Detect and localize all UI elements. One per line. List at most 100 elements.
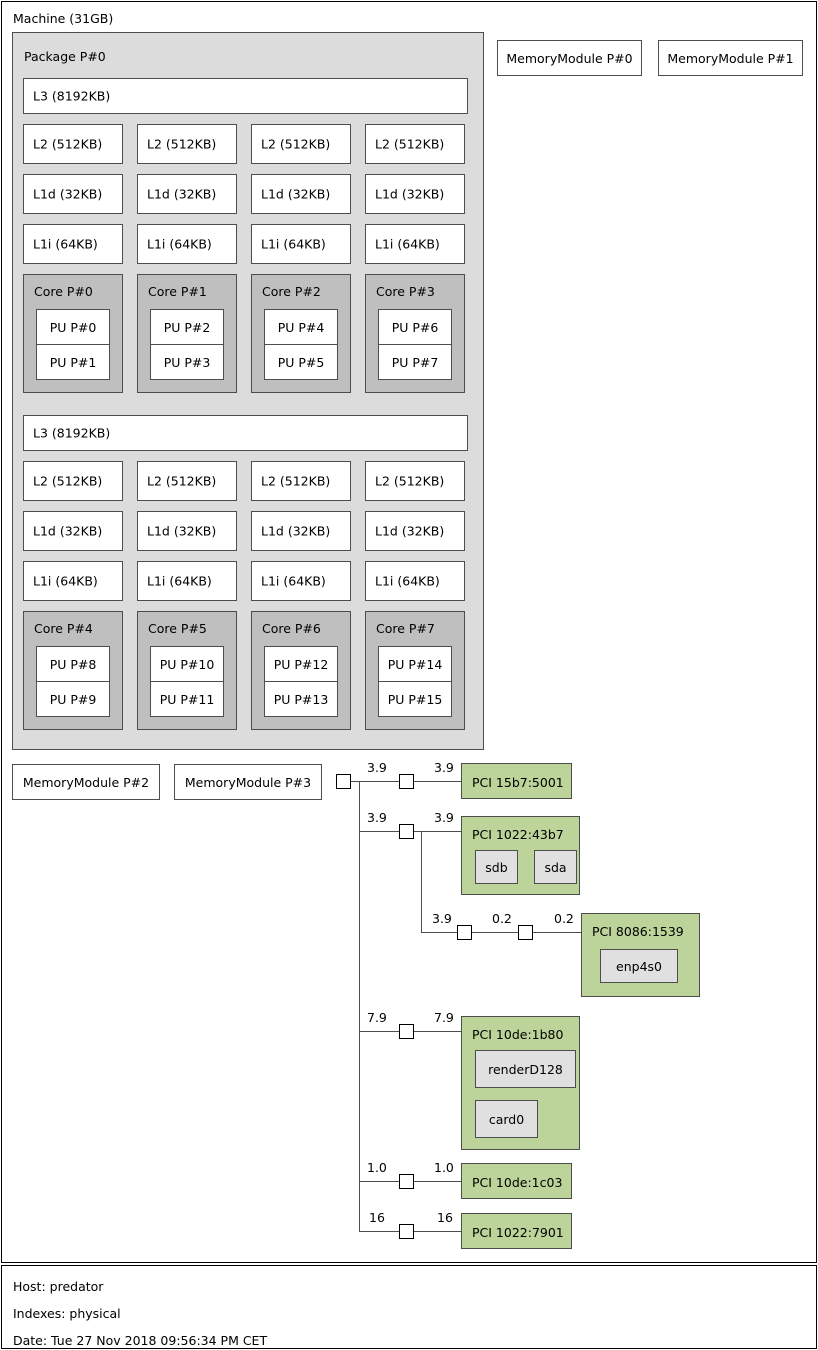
- l1d-cache-1-0: L1d (32KB): [23, 511, 123, 551]
- io-row-4-bridge-icon: [399, 1174, 414, 1189]
- l1d-cache-1-2-label: L1d (32KB): [261, 523, 331, 539]
- pu-box-1-0: PU P#2: [150, 309, 224, 345]
- l1i-cache-1-1: L1i (64KB): [137, 561, 237, 601]
- pci-device-5-title: PCI 1022:7901: [472, 1225, 564, 1240]
- l1i-cache-1-2: L1i (64KB): [251, 561, 351, 601]
- pci-device-2-title: PCI 8086:1539: [592, 924, 684, 939]
- io-row-0-line-right: [414, 781, 462, 782]
- osdev-box-sda: sda: [534, 850, 577, 884]
- io-row-2-bridge-2-icon: [518, 925, 533, 940]
- l1d-cache-0-2: L1d (32KB): [251, 174, 351, 214]
- pu-box-3-0: PU P#6: [378, 309, 452, 345]
- l1d-cache-1-1-label: L1d (32KB): [147, 523, 217, 539]
- core-4-title: Core P#4: [34, 621, 93, 636]
- io-root-stub-line: [351, 781, 360, 782]
- l1d-cache-0-0-label: L1d (32KB): [33, 186, 103, 202]
- memorymodule-box-1: MemoryModule P#1: [658, 40, 803, 76]
- l1i-cache-1-0-label: L1i (64KB): [33, 573, 98, 589]
- io-row-2-line-mid: [472, 932, 518, 933]
- l3-cache-1: L3 (8192KB): [23, 415, 468, 451]
- osdev-box-renderD128: renderD128: [475, 1050, 576, 1088]
- pci-device-1: PCI 1022:43b7 sdb sda: [461, 816, 580, 895]
- core-box-4: Core P#4 PU P#8 PU P#9: [23, 611, 123, 730]
- l1d-cache-1-3-label: L1d (32KB): [375, 523, 445, 539]
- l3-cache-0: L3 (8192KB): [23, 78, 468, 114]
- l1d-cache-1-2: L1d (32KB): [251, 511, 351, 551]
- pu-box-5-1: PU P#11: [150, 681, 224, 717]
- legend-date: Date: Tue 27 Nov 2018 09:56:34 PM CET: [13, 1333, 268, 1348]
- legend-box: Host: predator Indexes: physical Date: T…: [1, 1265, 817, 1349]
- pci-device-4: PCI 10de:1c03: [461, 1163, 572, 1199]
- io-row-4-bw-right: 1.0: [434, 1160, 454, 1175]
- l2-cache-0-3-label: L2 (512KB): [375, 136, 445, 152]
- io-row-0-bw-left: 3.9: [367, 760, 387, 775]
- l2-cache-1-2: L2 (512KB): [251, 461, 351, 501]
- io-row-3-line-right: [414, 1031, 462, 1032]
- l2-cache-1-3: L2 (512KB): [365, 461, 465, 501]
- io-row-5-bw-right: 16: [437, 1210, 453, 1225]
- l1i-cache-0-2: L1i (64KB): [251, 224, 351, 264]
- l1i-cache-1-2-label: L1i (64KB): [261, 573, 326, 589]
- l1i-cache-1-3: L1i (64KB): [365, 561, 465, 601]
- io-row-2-bw-right: 0.2: [554, 911, 574, 926]
- pu-box-4-0: PU P#8: [36, 646, 110, 682]
- l1i-cache-0-1: L1i (64KB): [137, 224, 237, 264]
- l1i-cache-0-0-label: L1i (64KB): [33, 236, 98, 252]
- l3-cache-0-label: L3 (8192KB): [33, 88, 111, 104]
- legend-indexes: Indexes: physical: [13, 1306, 121, 1321]
- pci-device-2: PCI 8086:1539 enp4s0: [581, 913, 700, 997]
- io-row-4-line-right: [414, 1181, 462, 1182]
- l1i-cache-0-1-label: L1i (64KB): [147, 236, 212, 252]
- pu-box-3-1: PU P#7: [378, 344, 452, 380]
- io-row-5-line-left: [359, 1231, 399, 1232]
- l1d-cache-1-3: L1d (32KB): [365, 511, 465, 551]
- core-6-title: Core P#6: [262, 621, 321, 636]
- core-5-title: Core P#5: [148, 621, 207, 636]
- l2-cache-1-1: L2 (512KB): [137, 461, 237, 501]
- l1d-cache-0-1: L1d (32KB): [137, 174, 237, 214]
- core-box-5: Core P#5 PU P#10 PU P#11: [137, 611, 237, 730]
- legend-host: Host: predator: [13, 1279, 104, 1294]
- core-box-2: Core P#2 PU P#4 PU P#5: [251, 274, 351, 393]
- l1d-cache-0-1-label: L1d (32KB): [147, 186, 217, 202]
- io-row-5-bridge-icon: [399, 1224, 414, 1239]
- osdev-box-enp4s0: enp4s0: [600, 949, 678, 983]
- pu-box-6-0: PU P#12: [264, 646, 338, 682]
- l1i-cache-0-3-label: L1i (64KB): [375, 236, 440, 252]
- pu-box-0-1: PU P#1: [36, 344, 110, 380]
- l1d-cache-0-3-label: L1d (32KB): [375, 186, 445, 202]
- core-box-0: Core P#0 PU P#0 PU P#1: [23, 274, 123, 393]
- l3-cache-1-label: L3 (8192KB): [33, 425, 111, 441]
- pci-device-5: PCI 1022:7901: [461, 1213, 572, 1249]
- osdev-box-sdb: sdb: [475, 850, 518, 884]
- core-7-title: Core P#7: [376, 621, 435, 636]
- pu-box-0-0: PU P#0: [36, 309, 110, 345]
- io-subtrunk-line: [421, 831, 422, 932]
- io-row-3-bw-right: 7.9: [434, 1010, 454, 1025]
- io-row-1-bw-right: 3.9: [434, 810, 454, 825]
- l2-cache-1-0: L2 (512KB): [23, 461, 123, 501]
- io-row-4-line-left: [359, 1181, 399, 1182]
- pci-device-0: PCI 15b7:5001: [461, 763, 572, 799]
- io-row-2-line-left: [421, 932, 457, 933]
- pu-box-7-1: PU P#15: [378, 681, 452, 717]
- core-box-3: Core P#3 PU P#6 PU P#7: [365, 274, 465, 393]
- l1i-cache-1-0: L1i (64KB): [23, 561, 123, 601]
- pu-box-6-1: PU P#13: [264, 681, 338, 717]
- package-title: Package P#0: [24, 49, 106, 64]
- io-row-5-bw-left: 16: [369, 1210, 385, 1225]
- io-row-0-bridge-icon: [399, 774, 414, 789]
- pu-box-2-0: PU P#4: [264, 309, 338, 345]
- core-1-title: Core P#1: [148, 284, 207, 299]
- core-0-title: Core P#0: [34, 284, 93, 299]
- io-row-3-bw-left: 7.9: [367, 1010, 387, 1025]
- l2-cache-1-1-label: L2 (512KB): [147, 473, 217, 489]
- l2-cache-0-3: L2 (512KB): [365, 124, 465, 164]
- memorymodule-box-2: MemoryModule P#2: [12, 764, 160, 800]
- memorymodule-box-0: MemoryModule P#0: [497, 40, 642, 76]
- io-row-2-bridge-icon: [457, 925, 472, 940]
- pci-device-1-title: PCI 1022:43b7: [472, 827, 564, 842]
- pci-device-3-title: PCI 10de:1b80: [472, 1027, 564, 1042]
- pu-box-4-1: PU P#9: [36, 681, 110, 717]
- pu-box-1-1: PU P#3: [150, 344, 224, 380]
